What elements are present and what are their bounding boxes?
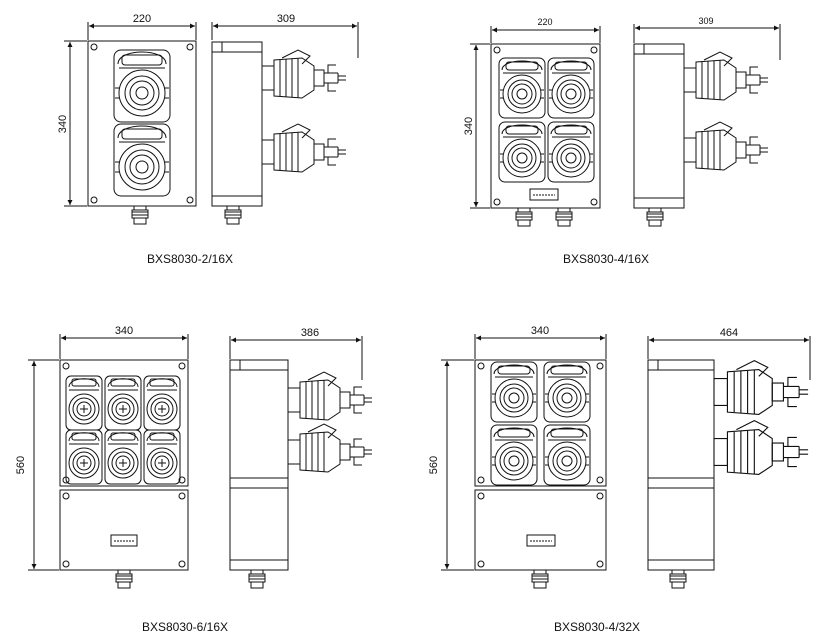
front-view [490,43,601,227]
dimension-depth [229,336,363,380]
depth-label: 386 [301,327,319,339]
height-label: 340 [463,117,475,135]
depth-label: 309 [698,16,713,26]
panel-4-32x: 340 560 464 [428,325,811,589]
height-label: 560 [15,456,27,474]
dimension-height [64,40,87,207]
dimension-width [474,334,607,359]
front-view [59,359,189,589]
dimension-depth [211,22,359,58]
dimension-width [490,26,601,43]
width-label: 340 [115,325,133,337]
dimension-height [470,43,490,209]
panel-6-16x: 340 560 386 [15,325,373,589]
width-label: 220 [537,17,552,27]
dimension-width [87,22,197,40]
caption-4-32x: BXS8030-4/32X [553,620,641,634]
dimension-width [59,334,189,359]
side-view [229,359,373,589]
panel-4-16x: 220 340 309 [463,16,781,227]
width-label: 340 [531,325,549,337]
height-label: 560 [428,456,440,474]
front-view [87,40,197,225]
width-label: 220 [133,13,151,25]
side-view [633,43,769,227]
side-view [647,359,809,589]
dimension-depth [647,336,811,380]
height-label: 340 [57,115,69,133]
depth-label: 464 [720,327,738,339]
caption-2-16x: BXS8030-2/16X [146,252,234,266]
depth-label: 309 [277,13,295,25]
dimension-depth [633,24,781,60]
dimension-height [441,359,474,571]
caption-4-16x: BXS8030-4/16X [562,252,650,266]
side-view [211,41,347,225]
panel-2-16x: 220 340 309 [57,13,359,225]
front-view [474,359,607,589]
caption-6-16x: BXS8030-6/16X [141,620,229,634]
dimension-height [28,359,59,571]
